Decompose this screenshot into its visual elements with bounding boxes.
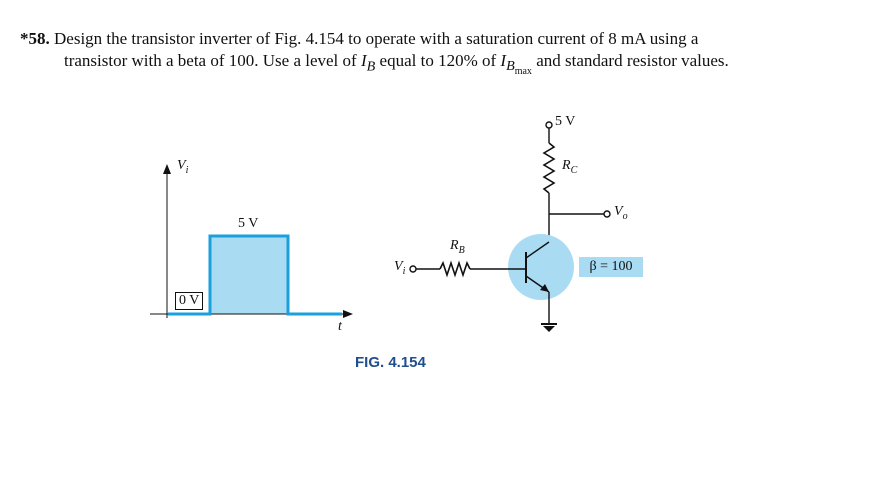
vout-terminal xyxy=(603,210,611,218)
rb-resistor xyxy=(439,260,471,278)
ibmax-subsub: max xyxy=(514,66,532,78)
waveform-x-label: t xyxy=(338,319,342,334)
problem-line-1-text: Design the transistor inverter of Fig. 4… xyxy=(54,29,699,48)
problem-line-2b: equal to 120% of xyxy=(375,51,501,70)
waveform-y-label: Vi xyxy=(177,158,189,176)
rc-label: RC xyxy=(562,158,578,176)
figure-caption: FIG. 4.154 xyxy=(355,354,426,371)
supply-terminal xyxy=(545,121,553,129)
problem-number: *58. xyxy=(20,29,50,48)
beta-badge: β = 100 xyxy=(579,257,643,277)
problem-line-2: transistor with a beta of 100. Use a lev… xyxy=(20,50,880,83)
waveform-high-label: 5 V xyxy=(238,216,259,231)
ibmax-sub: B xyxy=(506,58,515,75)
supply-label: 5 V xyxy=(555,114,576,129)
ibmax-symbol: I xyxy=(500,51,507,70)
problem-line-2c: and standard resistor values. xyxy=(531,51,729,70)
vout-label: Vo xyxy=(614,204,628,222)
ground-symbol xyxy=(543,326,555,332)
pulse-fill xyxy=(210,236,288,314)
vin-terminal xyxy=(409,265,417,273)
ib-symbol: I xyxy=(360,51,367,70)
input-waveform xyxy=(150,164,353,318)
transistor-collector xyxy=(525,241,550,259)
x-axis-arrow xyxy=(343,310,353,318)
pulse-trace xyxy=(168,234,342,316)
y-axis-arrow xyxy=(163,164,171,174)
problem-line-1: *58. Design the transistor inverter of F… xyxy=(20,28,880,50)
transistor-body xyxy=(508,234,574,300)
transistor-circuit xyxy=(409,121,611,332)
waveform-low-label: 0 V xyxy=(175,292,204,310)
rc-resistor xyxy=(542,142,556,194)
problem-line-2a: transistor with a beta of 100. Use a lev… xyxy=(64,51,361,70)
rb-label: RB xyxy=(450,238,465,256)
vin-label: Vi xyxy=(394,259,406,277)
problem-text: *58. Design the transistor inverter of F… xyxy=(20,28,880,83)
emitter-arrow xyxy=(540,284,549,292)
ib-sub: B xyxy=(366,58,376,75)
